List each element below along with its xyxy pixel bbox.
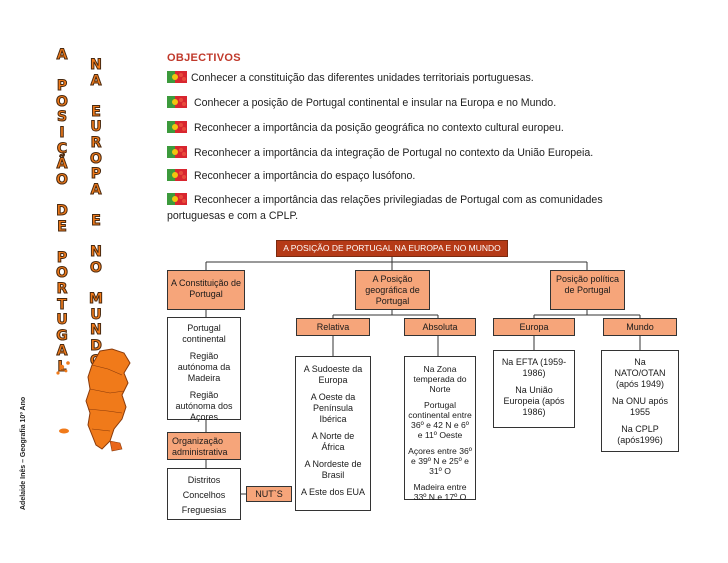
title-letter: U: [90, 306, 102, 323]
title-letter: P: [90, 166, 102, 183]
posicao-geografica-box: A Posição geográfica de Portugal: [355, 270, 430, 310]
portugal-flag-icon: [167, 146, 187, 158]
relativa-list-box: A Sudoeste da Europa A Oeste da Penínsul…: [295, 356, 371, 511]
europa-item: Na EFTA (1959-1986): [501, 357, 567, 378]
title-letter: M: [89, 290, 104, 307]
title-letter: A: [90, 72, 102, 89]
title-letter: N: [90, 244, 103, 261]
portugal-flag-icon: [167, 96, 187, 108]
title-letter: O: [90, 259, 103, 276]
title-letter: S: [56, 109, 68, 126]
title-letter: I: [59, 124, 65, 141]
europa-box: Europa: [493, 318, 575, 336]
territory-item: Região autónoma da Madeira: [177, 351, 231, 383]
objective-item-3: Reconhecer a importância da posição geog…: [167, 120, 637, 136]
objective-text-6: Reconhecer a importância das relações pr…: [167, 194, 603, 222]
europa-item: Na União Europeia (após 1986): [503, 385, 565, 417]
title-letter: A: [90, 181, 102, 198]
title-letter: Ç: [56, 140, 68, 157]
posicao-politica-box: Posição política de Portugal: [550, 270, 625, 310]
objective-item-2: Conhecer a posição de Portugal continent…: [167, 95, 637, 111]
admin-unit-item: Distritos: [187, 475, 221, 485]
objectives-heading: OBJECTIVOS: [167, 52, 241, 64]
objective-text-1: Conhecer a constituição das diferentes u…: [191, 72, 534, 84]
relativa-box: Relativa: [296, 318, 370, 336]
title-letter: T: [57, 296, 68, 313]
title-letter: P: [56, 249, 68, 266]
title-letter: A: [56, 47, 68, 63]
title-letter: E: [91, 103, 102, 120]
title-letter: Ã: [56, 156, 68, 173]
portugal-flag-icon: [167, 169, 187, 181]
relativa-item: A Norte de África: [311, 431, 355, 452]
relativa-item: A Nordeste de Brasil: [304, 459, 362, 480]
title-letter: U: [56, 312, 68, 329]
mundo-list-box: Na NATO/OTAN (após 1949) Na ONU após 195…: [601, 350, 679, 452]
objective-item-6: Reconhecer a importância das relações pr…: [167, 192, 637, 224]
portugal-flag-icon: [167, 121, 187, 133]
objective-item-1: Conhecer a constituição das diferentes u…: [167, 70, 637, 86]
title-letter: O: [90, 150, 103, 167]
title-letter: N: [90, 57, 103, 73]
objective-text-4: Reconhecer a importância da integração d…: [191, 147, 594, 159]
absoluta-box: Absoluta: [404, 318, 476, 336]
objective-text-3: Reconhecer a importância da posição geog…: [191, 122, 564, 134]
portugal-map-image: [56, 348, 131, 452]
territory-list-box: Portugal continental Região autónoma da …: [167, 317, 241, 422]
title-letter: D: [56, 202, 69, 219]
objective-text-5: Reconhecer a importância do espaço lusóf…: [191, 170, 416, 182]
title-letter: R: [90, 134, 102, 151]
title-letter: A: [56, 343, 68, 360]
title-letter: G: [56, 327, 68, 344]
title-letter: P: [56, 78, 68, 95]
admin-unit-item: Concelhos: [182, 490, 226, 500]
title-letter: E: [57, 218, 68, 235]
absoluta-item: Na Zona temperada do Norte: [413, 364, 467, 394]
org-admin-box: Organização administrativa: [167, 432, 241, 460]
constituicao-box: A Constituição de Portugal: [167, 270, 245, 310]
portugal-flag-icon: [167, 71, 187, 83]
admin-units-box: Distritos Concelhos Freguesias: [167, 468, 241, 520]
absoluta-list-box: Na Zona temperada do Norte Portugal cont…: [404, 356, 476, 502]
territory-item: Região autónoma dos Açores: [175, 390, 233, 422]
objective-text-2: Conhecer a posição de Portugal continent…: [191, 97, 557, 109]
europa-list-box: Na EFTA (1959-1986) Na União Europeia (a…: [493, 350, 575, 428]
absoluta-item: Madeira entre 33º N e 17º O: [413, 482, 467, 502]
absoluta-item: Portugal continental entre 36º e 42 N e …: [408, 400, 472, 440]
portugal-flag-icon: [167, 193, 187, 205]
title-letter: D: [90, 337, 103, 354]
mundo-item: Na CPLP (após1996): [617, 424, 663, 445]
admin-unit-item: Freguesias: [181, 505, 227, 515]
objective-item-4: Reconhecer a importância da integração d…: [167, 145, 637, 161]
diagram-root-box: A POSIÇÃO DE PORTUGAL NA EUROPA E NO MUN…: [276, 240, 508, 257]
relativa-item: A Oeste da Península Ibérica: [310, 392, 356, 424]
title-letter: R: [56, 280, 68, 297]
relativa-item: A Este dos EUA: [300, 487, 366, 497]
mundo-item: Na ONU após 1955: [611, 396, 669, 417]
mundo-item: Na NATO/OTAN (após 1949): [614, 357, 666, 389]
title-letter: U: [90, 119, 102, 136]
title-letter: O: [56, 93, 69, 110]
objective-item-5: Reconhecer a importância do espaço lusóf…: [167, 168, 637, 184]
nuts-box: NUT`S: [246, 486, 292, 502]
title-letter: O: [56, 171, 69, 188]
relativa-item: A Sudoeste da Europa: [303, 364, 363, 385]
mundo-box: Mundo: [603, 318, 677, 336]
title-letter: N: [90, 322, 103, 339]
absoluta-item: Açores entre 36º e 39º N e 25º e 31º O: [408, 446, 472, 476]
territory-item: Portugal continental: [182, 323, 226, 344]
title-letter: O: [56, 265, 69, 282]
title-letter: E: [91, 212, 102, 229]
